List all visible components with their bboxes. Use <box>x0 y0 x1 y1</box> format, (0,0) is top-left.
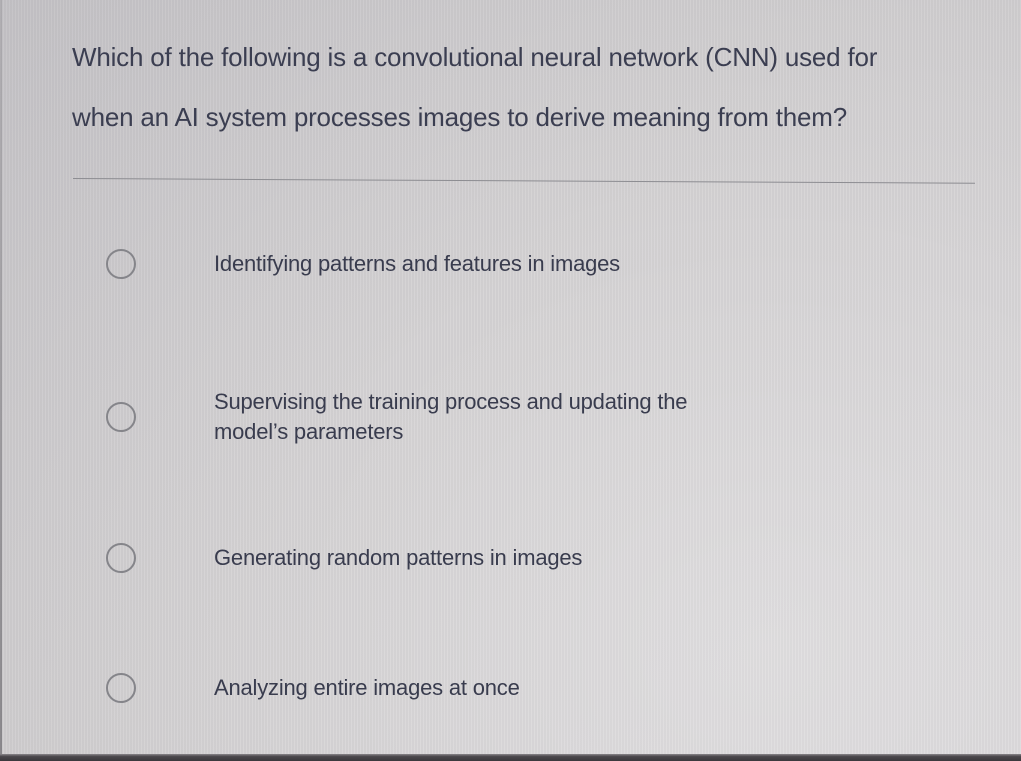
radio-button-icon[interactable] <box>106 402 136 432</box>
screen-left-edge <box>0 0 2 761</box>
screen-bottom-edge <box>0 754 1021 761</box>
answer-option-2[interactable]: Supervising the training process and upd… <box>106 387 688 447</box>
answer-option-2-label: Supervising the training process and upd… <box>214 387 688 447</box>
question-text: Which of the following is a convolutiona… <box>72 27 877 147</box>
answer-option-1[interactable]: Identifying patterns and features in ima… <box>106 249 620 279</box>
option-line: Analyzing entire images at once <box>214 675 520 700</box>
answer-option-4-label: Analyzing entire images at once <box>214 673 520 703</box>
answer-option-3-label: Generating random patterns in images <box>214 543 582 573</box>
radio-button-icon[interactable] <box>106 543 136 573</box>
question-line-2: when an AI system processes images to de… <box>72 102 847 132</box>
answer-option-3[interactable]: Generating random patterns in images <box>106 543 582 573</box>
answer-option-1-label: Identifying patterns and features in ima… <box>214 249 620 279</box>
option-line: model’s parameters <box>214 419 404 444</box>
answer-option-4[interactable]: Analyzing entire images at once <box>106 673 520 703</box>
question-divider <box>72 178 975 184</box>
radio-button-icon[interactable] <box>106 673 136 703</box>
option-line: Generating random patterns in images <box>214 545 583 570</box>
option-line: Supervising the training process and upd… <box>214 389 688 414</box>
option-line: Identifying patterns and features in ima… <box>214 251 620 276</box>
radio-button-icon[interactable] <box>106 249 136 279</box>
question-line-1: Which of the following is a convolutiona… <box>72 42 878 72</box>
